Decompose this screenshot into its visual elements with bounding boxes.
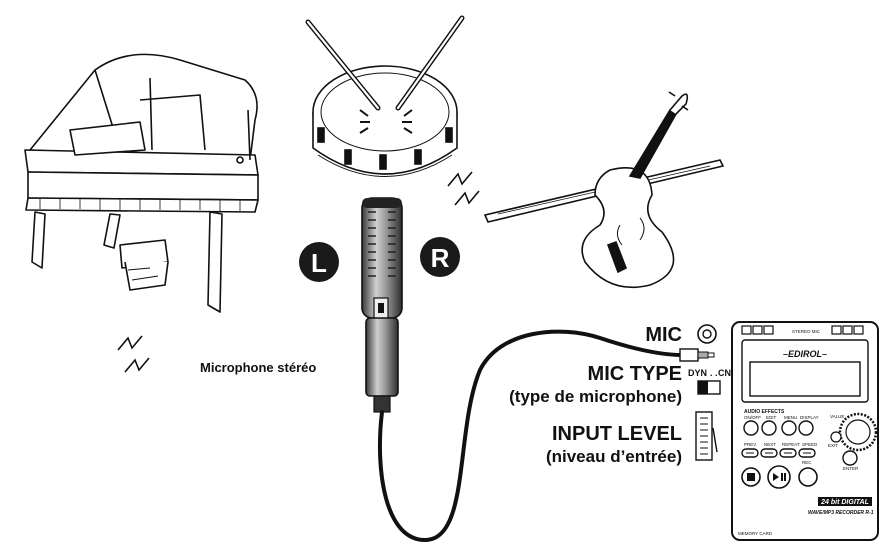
recorder-value-label: VALUE	[830, 414, 844, 419]
mic-jack-icon	[698, 325, 716, 343]
recorder-memory-card-label: MEMORY CARD	[738, 531, 773, 536]
left-channel-label: L	[311, 248, 327, 278]
mic-plug	[680, 349, 714, 361]
grand-piano-illustration	[25, 54, 258, 312]
recorder-prev-label: PREV	[744, 442, 756, 447]
recorder-edit-button[interactable]	[762, 421, 776, 435]
recorder-rec-button[interactable]	[799, 468, 817, 486]
mic-jack-label: MIC	[645, 324, 682, 346]
edirol-recorder: STEREO MIC –EDIROL– AUDIO EFFECTS ON/OFF…	[732, 322, 878, 540]
recorder-edit-label: EDIT	[766, 415, 777, 420]
input-level-slider[interactable]	[696, 412, 717, 460]
recorder-exit-button[interactable]	[831, 432, 841, 442]
recorder-menu-button[interactable]	[782, 421, 796, 435]
recorder-menu-label: MENU	[784, 415, 797, 420]
switch-dots: . .	[710, 368, 718, 378]
mic-type-switch[interactable]	[698, 381, 720, 394]
right-channel-label: R	[431, 243, 450, 273]
violin-illustration	[485, 92, 723, 287]
recorder-exit-label: EXIT	[828, 443, 838, 448]
snare-drum-illustration	[308, 18, 462, 177]
input-level-sublabel: (niveau d’entrée)	[546, 447, 682, 466]
recorder-display-button[interactable]	[799, 421, 813, 435]
recorder-next-label: NEXT	[764, 442, 776, 447]
stereo-mic-label: Microphone stéréo	[200, 360, 316, 375]
right-channel-badge: R	[420, 237, 460, 277]
recorder-speed-label: SPEED	[802, 442, 818, 447]
recorder-brand: –EDIROL–	[783, 349, 827, 359]
switch-dyn-label: DYN	[688, 368, 707, 378]
mic-type-label: MIC TYPE	[588, 363, 682, 385]
recorder-enter-label: ENTER	[843, 466, 859, 471]
recorder-display-screen	[750, 362, 860, 396]
recorder-digital-badge: 24 bit DIGITAL	[820, 499, 869, 506]
left-channel-badge: L	[299, 242, 339, 282]
mic-type-sublabel: (type de microphone)	[509, 387, 682, 406]
recorder-onoff-label: ON/OFF	[744, 415, 761, 420]
recorder-onoff-button[interactable]	[744, 421, 758, 435]
recorder-display-label: DISPLAY	[800, 415, 819, 420]
input-level-label: INPUT LEVEL	[552, 423, 682, 445]
recorder-model-line: WAVE/MP3 RECORDER R-1	[808, 510, 874, 516]
recorder-repeat-label: REPEAT	[782, 442, 800, 447]
recorder-stereo-mic-tag: STEREO MIC	[792, 329, 821, 334]
recorder-enter-button[interactable]	[843, 451, 857, 465]
stereo-microphone	[362, 198, 402, 412]
recorder-rec-label: REC	[802, 460, 812, 465]
